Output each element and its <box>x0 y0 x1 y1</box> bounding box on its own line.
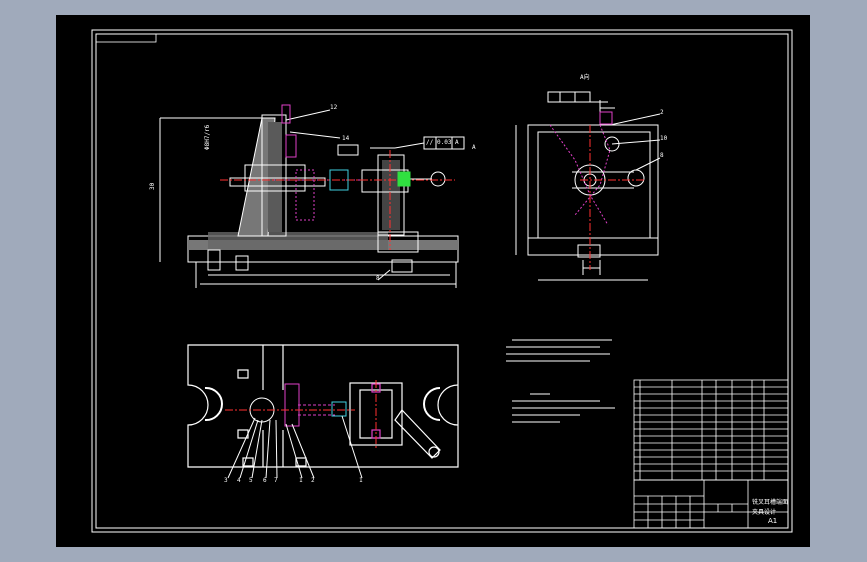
plan-view-highlights <box>225 380 377 479</box>
plan-part-1b: 1 <box>359 477 363 484</box>
drawing-sheet <box>56 15 810 547</box>
side-view-highlights <box>549 111 645 270</box>
plan-part-2: 2 <box>311 477 315 484</box>
side-view <box>515 91 661 281</box>
technical-notes <box>506 339 615 423</box>
front-tag-12: 12 <box>330 104 338 111</box>
corner-tab <box>95 33 157 43</box>
fit-dimension: Φ8H7/r6 <box>204 124 211 150</box>
front-tag-14: 14 <box>342 135 350 142</box>
plan-part-3: 3 <box>224 477 228 484</box>
sheet-border-outer <box>91 29 793 533</box>
plan-part-5: 5 <box>249 477 253 484</box>
title-name-line2: 夹具设计 <box>752 509 777 516</box>
height-dimension: 30 <box>149 182 156 190</box>
tolerance-symbol: // <box>426 139 434 146</box>
front-tag-8: 8 <box>376 275 380 282</box>
plan-part-1a: 1 <box>299 477 303 484</box>
ref-arrow-A: A <box>472 144 476 151</box>
side-tag-8: 8 <box>660 152 664 159</box>
sheet-size: A1 <box>768 517 778 525</box>
side-tag-10: 10 <box>660 135 668 142</box>
tolerance-value: 0.03 <box>437 139 452 146</box>
sheet-border-inner <box>95 33 789 529</box>
title-name-line1: 铣叉耳槽端面 <box>752 499 789 506</box>
front-view-highlights <box>220 104 455 250</box>
title-block-frame <box>633 479 789 529</box>
plan-part-7: 7 <box>274 477 278 484</box>
plan-part-6: 6 <box>263 477 267 484</box>
plan-part-4: 4 <box>237 477 241 484</box>
parts-list <box>633 379 789 481</box>
side-view-label: A向 <box>580 74 590 81</box>
tolerance-datum: A <box>455 139 459 146</box>
side-tag-2: 2 <box>660 109 664 116</box>
front-view <box>159 109 465 288</box>
